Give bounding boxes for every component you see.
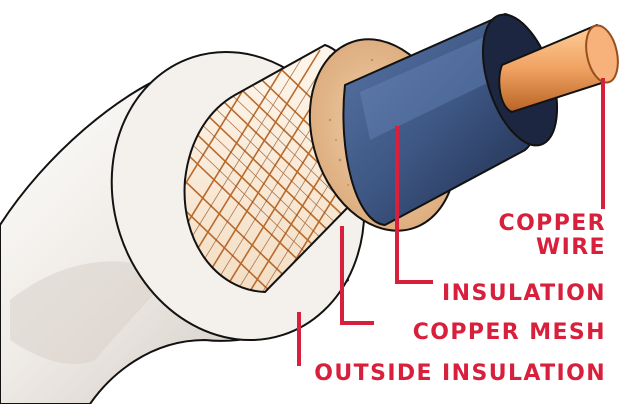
label-copper-wire-line1: COPPER [499, 212, 606, 236]
insulation-cylinder [343, 5, 571, 225]
label-copper-mesh: COPPER MESH [413, 321, 606, 345]
label-copper-wire: COPPER WIRE [499, 212, 606, 260]
label-insulation: INSULATION [442, 282, 606, 306]
label-copper-wire-line2: WIRE [499, 236, 606, 260]
label-outside-insulation: OUTSIDE INSULATION [314, 362, 606, 386]
